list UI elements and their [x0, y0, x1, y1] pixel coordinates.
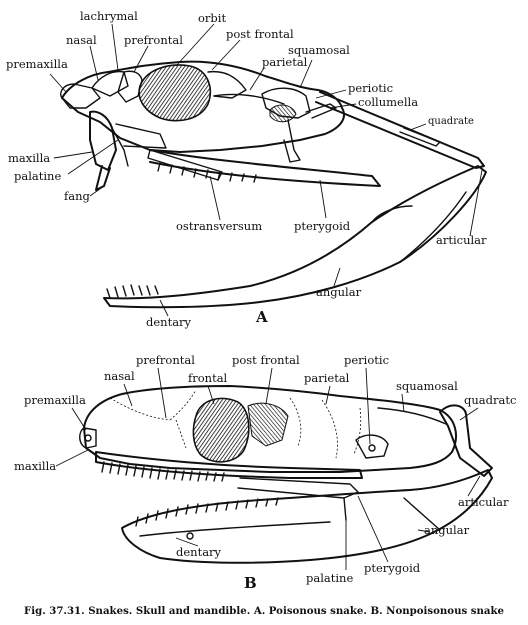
label-a-collumella: collumella — [358, 95, 418, 109]
label-b-maxilla: maxilla — [14, 459, 56, 473]
label-b-palatine: palatine — [306, 571, 353, 585]
label-a-angular: angular — [316, 285, 362, 299]
panel-letter-b: B — [244, 574, 257, 592]
figure-caption: Fig. 37.31. Snakes. Skull and mandible. … — [24, 605, 504, 617]
label-b-post-frontal: post frontal — [232, 353, 300, 367]
label-b-articular: articular — [458, 495, 509, 509]
label-a-dentary: dentary — [146, 315, 192, 329]
label-a-articular: articular — [436, 233, 487, 247]
label-a-periotic: periotic — [348, 81, 393, 95]
panel-letter-a: A — [255, 308, 268, 326]
skull-a-labels: lachrymal orbit nasal prefrontal post fr… — [6, 9, 487, 329]
label-b-nasal: nasal — [104, 369, 135, 383]
label-a-squamosal: squamosal — [288, 43, 350, 57]
label-b-squamosal: squamosal — [396, 379, 458, 393]
label-a-orbit: orbit — [198, 11, 226, 25]
skull-a-drawing — [60, 60, 487, 309]
label-a-palatine: palatine — [14, 169, 61, 183]
label-a-nasal: nasal — [66, 33, 97, 47]
skull-b-drawing — [79, 385, 493, 564]
label-b-premaxilla: premaxilla — [24, 393, 86, 407]
label-a-ostransversum: ostransversum — [176, 219, 262, 233]
label-b-parietal: parietal — [304, 371, 350, 385]
label-b-pterygoid: pterygoid — [364, 561, 421, 575]
label-a-post-frontal: post frontal — [226, 27, 294, 41]
skull-b-leaders — [55, 367, 481, 570]
label-b-angular: angular — [424, 523, 470, 537]
label-b-prefrontal: prefrontal — [136, 353, 195, 367]
label-a-maxilla: maxilla — [8, 151, 50, 165]
label-a-pterygoid: pterygoid — [294, 219, 351, 233]
label-a-fang: fang — [64, 189, 91, 203]
label-b-dentary: dentary — [176, 545, 222, 559]
label-b-periotic: periotic — [344, 353, 389, 367]
skull-b-labels: prefrontal post frontal nasal frontal pa… — [14, 353, 516, 592]
label-a-parietal: parietal — [262, 55, 308, 69]
label-a-quadrate: quadrate — [428, 116, 474, 127]
label-a-prefrontal: prefrontal — [124, 33, 183, 47]
label-b-quadrate: quadratc — [464, 393, 516, 407]
label-b-frontal: frontal — [188, 371, 228, 385]
label-a-premaxilla: premaxilla — [6, 57, 68, 71]
label-a-lachrymal: lachrymal — [80, 9, 138, 23]
skull-a-leaders — [49, 23, 483, 317]
